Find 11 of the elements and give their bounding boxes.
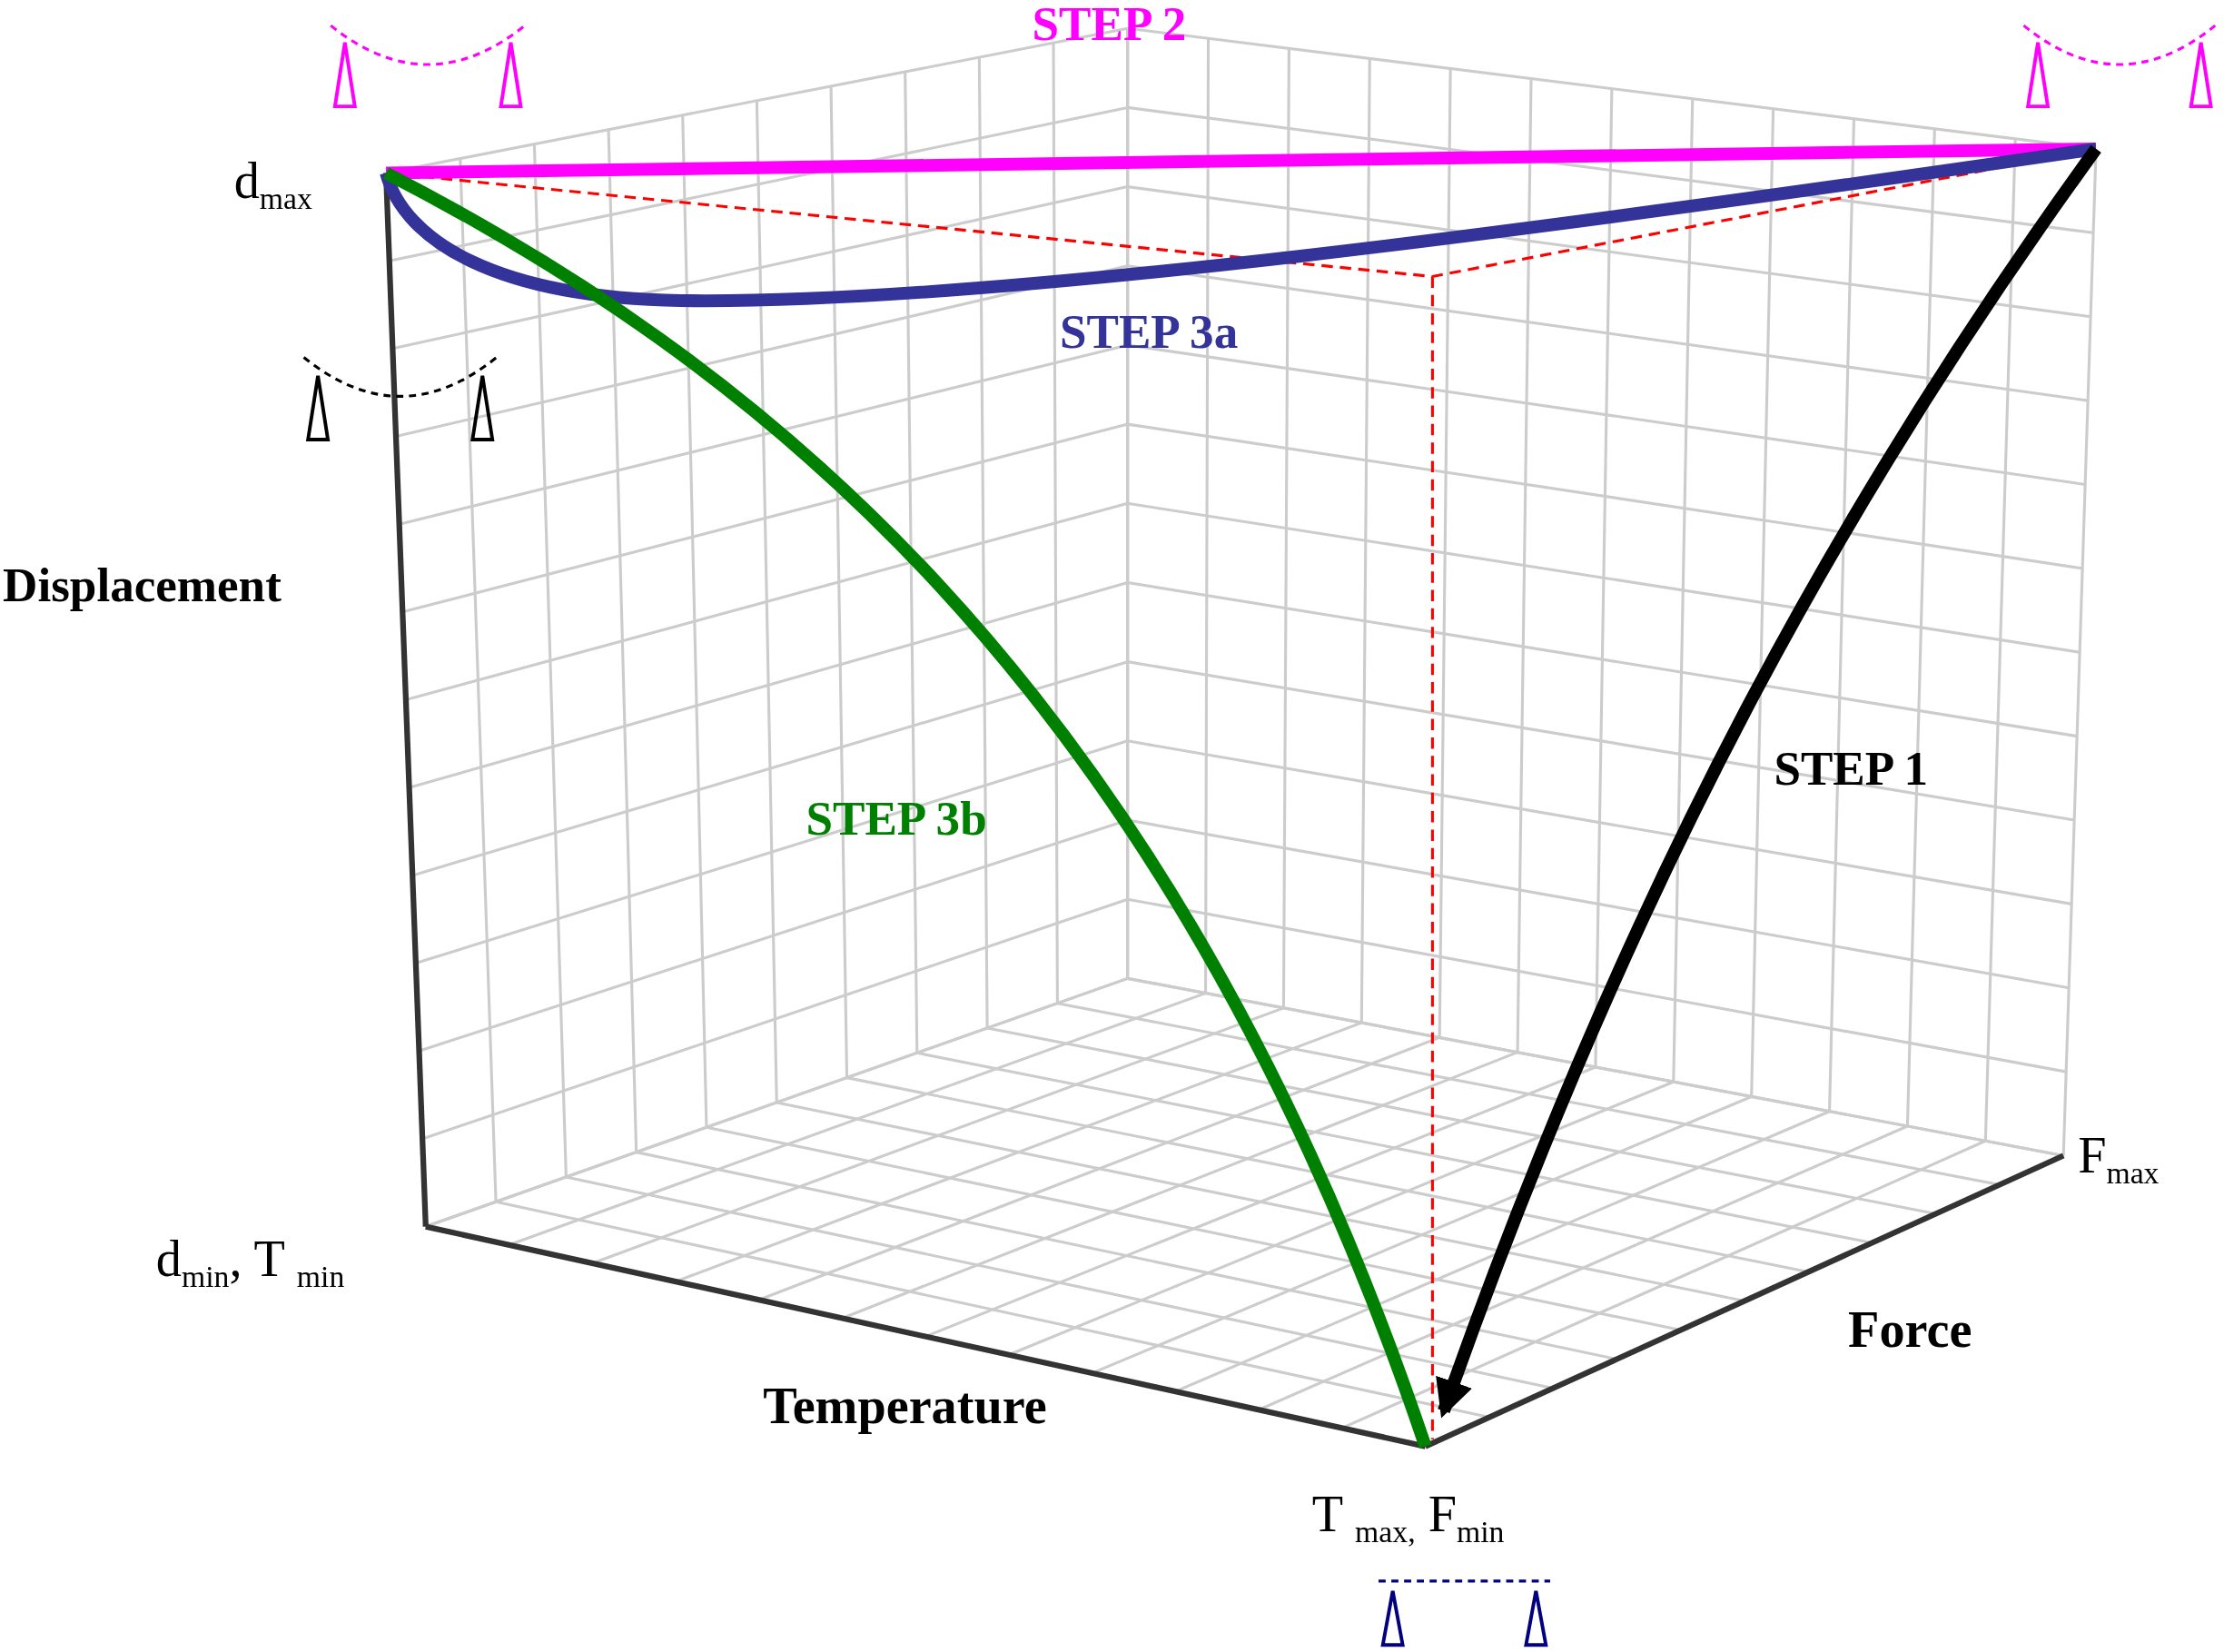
axis-label: d$_{min}$, T $_{min}$ bbox=[155, 1231, 345, 1293]
axis-label: STEP 1 bbox=[1774, 741, 1929, 796]
axis-label: F$_{max}$ bbox=[2078, 1127, 2160, 1190]
axis-label: Temperature bbox=[763, 1379, 1047, 1435]
axis-label: T $_{max,}$ F$_{min}$ bbox=[1311, 1486, 1505, 1548]
axis-label: Force bbox=[1848, 1301, 1972, 1359]
axis-label: STEP 2 bbox=[1032, 0, 1187, 51]
axis-label: STEP 3b bbox=[806, 791, 987, 845]
axis-label: Displacement bbox=[3, 559, 282, 612]
axis-label: STEP 3a bbox=[1060, 304, 1239, 359]
axis-label: d$_{max}$ bbox=[233, 153, 312, 215]
